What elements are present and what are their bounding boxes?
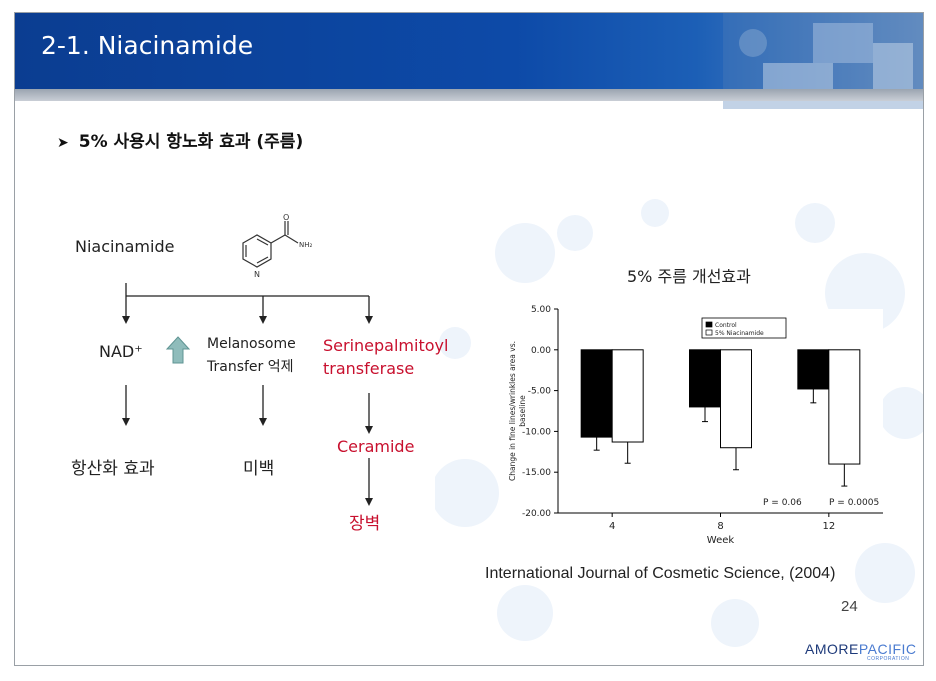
p-value-annotation: P = 0.0005 <box>829 498 879 508</box>
y-axis-title-line: Change in fine lines/wrinkles area vs. <box>508 341 517 481</box>
x-tick-label: 8 <box>717 521 723 532</box>
y-tick-label: -5.00 <box>528 387 552 397</box>
logo-text-pacific: PACIFIC <box>858 641 917 657</box>
y-tick-label: 0.00 <box>531 346 551 356</box>
nh2-label: NH₂ <box>299 241 313 249</box>
up-arrow-icon <box>165 336 191 364</box>
melanosome-label-line1: Melanosome <box>207 336 296 352</box>
y-tick-label: 5.00 <box>531 305 551 315</box>
company-logo: AMOREPACIFIC <box>805 641 917 657</box>
logo-text-amore: AMORE <box>805 641 859 657</box>
slide: 2-1. Niacinamide ➤ 5% 사용시 항노화 효과 (주름) Nia… <box>14 12 924 666</box>
antioxidant-effect-label: 항산화 효과 <box>71 459 155 479</box>
subtitle-text: 5% 사용시 항노화 효과 (주름) <box>78 132 304 152</box>
legend-label: 5% Niacinamide <box>715 330 764 337</box>
p-value-annotation: P = 0.06 <box>763 498 802 508</box>
x-tick-label: 4 <box>609 521 615 532</box>
legend-box <box>701 317 787 339</box>
spt-label-line2: transferase <box>323 359 415 378</box>
y-axis-title-line: baseline <box>518 395 527 427</box>
arrow-bullet-icon: ➤ <box>57 135 69 151</box>
nad-label: NAD⁺ <box>99 342 143 361</box>
page-number: 24 <box>841 598 858 615</box>
y-tick-label: -20.00 <box>522 509 551 519</box>
section-subtitle: ➤ 5% 사용시 항노화 효과 (주름) <box>57 127 303 152</box>
logo-subtext: CORPORATION <box>867 656 910 662</box>
y-axis-title: Change in fine lines/wrinkles area vs.ba… <box>508 341 527 481</box>
citation: International Journal of Cosmetic Scienc… <box>485 565 836 582</box>
barrier-label: 장벽 <box>349 514 381 534</box>
bar-niacinamide <box>611 349 644 443</box>
nitrogen-label: N <box>254 270 260 279</box>
niacinamide-label: Niacinamide <box>75 237 175 256</box>
bar-control <box>689 349 721 408</box>
bar-control <box>580 349 613 438</box>
diagram-arrows <box>122 283 373 506</box>
x-tick-label: 12 <box>822 521 835 532</box>
slide-title: 2-1. Niacinamide <box>41 31 254 60</box>
legend-swatch <box>705 329 713 336</box>
whitening-label: 미백 <box>243 459 275 479</box>
x-axis-title: Week <box>707 535 735 546</box>
melanosome-label-line2: Transfer 억제 <box>207 359 294 375</box>
niacinamide-structure: O NH₂ N <box>242 213 313 279</box>
legend-label: Control <box>715 322 737 329</box>
header-divider-strip <box>15 89 923 101</box>
bar-control <box>797 349 830 390</box>
y-tick-label: -15.00 <box>522 468 551 478</box>
oxygen-label: O <box>283 213 289 222</box>
ceramide-label: Ceramide <box>337 437 415 456</box>
bar-niacinamide <box>720 349 752 449</box>
wrinkle-bar-chart: 5.00 0.00 -5.00 -10.00 -15.00 -20.00 4 8 12 P = 0… <box>508 305 883 546</box>
chart-title: 5% 주름 개선효과 <box>627 267 751 286</box>
y-tick-label: -10.00 <box>522 427 551 437</box>
legend-swatch <box>705 321 713 328</box>
spt-label-line1: Serinepalmitoyl <box>323 336 449 355</box>
bar-niacinamide <box>828 349 861 465</box>
